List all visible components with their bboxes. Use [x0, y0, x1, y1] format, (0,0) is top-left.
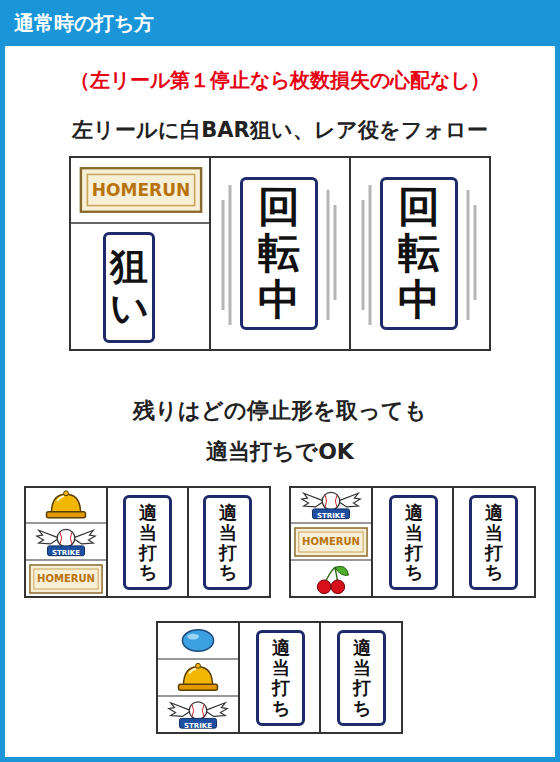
vertical-label: 適当打ち: [219, 503, 237, 582]
reel-instruction-box: 回転中: [380, 177, 458, 330]
reel-instruction-box: 適当打ち: [389, 495, 438, 590]
symbol-text: HOMERUN: [37, 573, 95, 585]
vertical-label: 狙い: [110, 246, 148, 330]
reel-instruction-box: 適当打ち: [337, 630, 386, 726]
reel-instruction-box: 適当打ち: [123, 495, 172, 590]
reel-instruction-box: 回転中: [240, 177, 318, 330]
reel-instruction-box: 適当打ち: [203, 495, 252, 590]
symbol-text: HOMERUN: [92, 180, 190, 200]
instruction-text: 残りはどの停止形を取っても: [133, 398, 427, 424]
vertical-label: 回転中: [258, 184, 300, 323]
vertical-label: 回転中: [398, 184, 440, 323]
symbol-text: STRIKE: [184, 722, 212, 730]
vertical-label: 適当打ち: [139, 503, 157, 582]
reel-instruction-box: 狙い: [103, 232, 155, 343]
symbol-text: STRIKE: [317, 512, 345, 520]
vertical-label: 適当打ち: [485, 503, 503, 582]
header-title: 通常時の打ち方: [14, 11, 154, 35]
vertical-label: 適当打ち: [405, 503, 423, 582]
symbol-text: HOMERUN: [302, 536, 360, 548]
symbol-text: STRIKE: [52, 549, 80, 557]
reel-instruction-box: 適当打ち: [256, 630, 305, 726]
reel-instruction-box: 適当打ち: [469, 495, 518, 590]
instruction-text: 左リールに白BAR狙い、レア役をフォロー: [72, 118, 487, 143]
vertical-label: 適当打ち: [353, 638, 371, 717]
instruction-text: 適当打ちでOK: [206, 439, 354, 465]
vertical-label: 適当打ち: [272, 638, 290, 717]
note-text: （左リール第１停止なら枚数損失の心配なし）: [70, 68, 490, 92]
